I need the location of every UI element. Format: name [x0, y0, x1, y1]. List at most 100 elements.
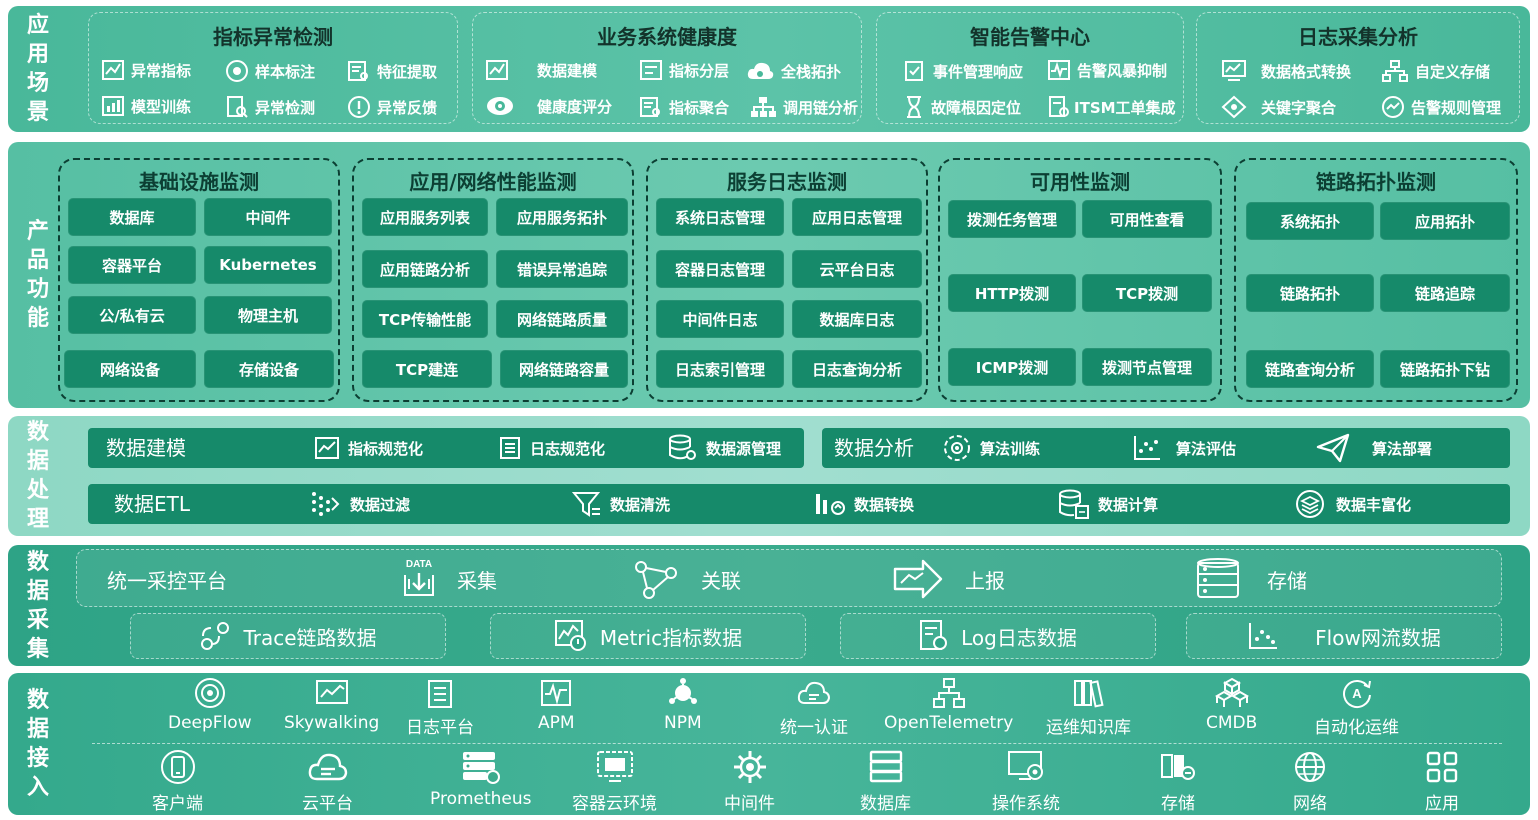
process-item[interactable]: 数据过滤	[310, 484, 410, 524]
org-icon	[749, 95, 777, 119]
feature-chip[interactable]: 中间件	[204, 198, 332, 236]
feature-chip[interactable]: 公/私有云	[68, 296, 196, 334]
etl-title: 数据ETL	[114, 492, 190, 516]
feature-chip[interactable]: 链路查询分析	[1246, 350, 1374, 388]
process-item[interactable]: 日志规范化	[498, 428, 605, 468]
access-source[interactable]: 网络	[1292, 749, 1328, 814]
feature-chip[interactable]: 链路追踪	[1380, 274, 1510, 312]
access-source[interactable]: 应用	[1424, 749, 1460, 814]
feature-chip[interactable]: 应用服务列表	[362, 198, 488, 236]
scenario-item[interactable]: 事件管理响应	[903, 59, 1023, 83]
scenario-item[interactable]: 特征提取	[347, 59, 437, 83]
feature-chip[interactable]: 中间件日志	[656, 300, 784, 338]
scenario-item[interactable]: 指标分层	[639, 59, 729, 81]
process-item[interactable]: 数据转换	[814, 484, 914, 524]
feature-chip[interactable]: 容器日志管理	[656, 250, 784, 288]
process-item[interactable]: 指标规范化	[314, 428, 423, 468]
feature-chip[interactable]: 应用链路分析	[362, 250, 488, 288]
scenario-item[interactable]: ITSM工单集成	[1047, 95, 1176, 119]
feature-chip[interactable]: TCP拨测	[1082, 274, 1212, 312]
collect-layer: 数 据 采 集 统一采控平台 DATA 采集 关联 上报 存储 Trace链路数…	[8, 545, 1530, 666]
scenario-item[interactable]: 自定义存储	[1381, 59, 1490, 83]
feature-chip[interactable]: 存储设备	[204, 350, 334, 388]
auto-icon: A	[1340, 677, 1374, 709]
access-source[interactable]: 日志平台	[406, 677, 474, 738]
scenario-item[interactable]: 全栈拓扑	[745, 59, 841, 83]
feature-chip[interactable]: 容器平台	[68, 246, 196, 284]
access-source[interactable]: 统一认证	[780, 677, 848, 738]
scenario-item[interactable]: 异常反馈	[347, 95, 437, 119]
platform-step[interactable]: DATA 采集	[399, 550, 497, 608]
access-source[interactable]: NPM	[664, 677, 702, 733]
scenario-item[interactable]: 数据建模	[485, 59, 597, 81]
feature-chip[interactable]: Kubernetes	[204, 246, 332, 284]
scenario-item[interactable]: 样本标注	[225, 59, 315, 83]
access-source[interactable]: Skywalking	[284, 677, 379, 733]
process-item[interactable]: 数据清洗	[572, 484, 670, 524]
feature-chip[interactable]: 可用性查看	[1082, 200, 1212, 238]
access-source[interactable]: Prometheus	[430, 749, 532, 809]
access-source[interactable]: 客户端	[152, 749, 203, 814]
access-source[interactable]: 操作系统	[992, 749, 1060, 814]
feature-chip[interactable]: 链路拓扑	[1246, 274, 1374, 312]
scenario-item[interactable]: 模型训练	[101, 95, 191, 117]
data-source-trace[interactable]: Trace链路数据	[130, 613, 446, 659]
feature-chip[interactable]: 日志索引管理	[656, 350, 784, 388]
data-source-log[interactable]: Log日志数据	[840, 613, 1156, 659]
feature-chip[interactable]: 应用服务拓扑	[496, 198, 628, 236]
scenario-item[interactable]: 异常检测	[225, 95, 315, 119]
process-item[interactable]: 数据源管理	[668, 428, 781, 468]
process-item[interactable]: 数据计算	[1058, 484, 1158, 524]
data-source-flow[interactable]: Flow网流数据	[1186, 613, 1502, 659]
access-source[interactable]: 容器云环境	[572, 749, 657, 814]
process-item[interactable]: 算法训练	[942, 428, 1040, 468]
access-source[interactable]: CMDB	[1206, 677, 1257, 733]
feature-chip[interactable]: 错误异常追踪	[496, 250, 628, 288]
process-item[interactable]: 算法评估	[1132, 428, 1236, 468]
feature-chip[interactable]: 网络设备	[64, 350, 196, 388]
access-source[interactable]: 数据库	[860, 749, 911, 814]
scenario-item[interactable]: 关键字聚合	[1221, 95, 1336, 119]
feature-chip[interactable]: 网络链路质量	[496, 300, 628, 338]
access-source[interactable]: 运维知识库	[1046, 677, 1131, 738]
access-source[interactable]: 存储	[1158, 749, 1198, 814]
scenario-item[interactable]: 故障根因定位	[903, 95, 1021, 119]
process-item[interactable]: 算法部署	[1316, 428, 1432, 468]
feature-chip[interactable]: 拨测任务管理	[948, 200, 1076, 238]
scenario-item[interactable]: 调用链分析	[749, 95, 858, 119]
feature-chip[interactable]: 系统拓扑	[1246, 202, 1374, 240]
feature-chip[interactable]: 日志查询分析	[792, 350, 922, 388]
access-source[interactable]: OpenTelemetry	[884, 677, 1013, 733]
access-source[interactable]: 中间件	[724, 749, 775, 814]
process-item[interactable]: 数据丰富化	[1294, 484, 1411, 524]
access-source[interactable]: APM	[538, 677, 575, 733]
platform-step[interactable]: 上报	[893, 550, 1005, 608]
access-source[interactable]: 云平台	[302, 749, 353, 814]
scenario-item[interactable]: 异常指标	[101, 59, 191, 81]
scenario-item[interactable]: 健康度评分	[485, 95, 612, 117]
feature-chip[interactable]: 物理主机	[204, 296, 332, 334]
feature-chip[interactable]: 数据库	[68, 198, 196, 236]
feature-chip[interactable]: HTTP拨测	[948, 274, 1076, 312]
feature-chip[interactable]: 拨测节点管理	[1082, 348, 1212, 386]
data-source-metric[interactable]: Metric指标数据	[490, 613, 806, 659]
platform-step[interactable]: 关联	[633, 550, 741, 608]
platform-step[interactable]: 存储	[1195, 550, 1307, 608]
scenario-item[interactable]: 数据格式转换	[1221, 59, 1351, 83]
scenario-title: 日志采集分析	[1298, 25, 1418, 49]
scenario-item[interactable]: 指标聚合	[639, 95, 729, 119]
feature-chip[interactable]: 网络链路容量	[500, 350, 628, 388]
scenario-item[interactable]: 告警风暴抑制	[1047, 59, 1167, 81]
feature-chip[interactable]: 应用日志管理	[792, 198, 922, 236]
feature-chip[interactable]: 系统日志管理	[656, 198, 784, 236]
feature-chip[interactable]: 应用拓扑	[1380, 202, 1510, 240]
scenario-item[interactable]: 告警规则管理	[1381, 95, 1501, 119]
access-source[interactable]: DeepFlow	[168, 677, 252, 733]
feature-chip[interactable]: 数据库日志	[792, 300, 922, 338]
feature-chip[interactable]: 链路拓扑下钻	[1380, 350, 1510, 388]
feature-chip[interactable]: TCP传输性能	[362, 300, 488, 338]
feature-chip[interactable]: 云平台日志	[792, 250, 922, 288]
feature-chip[interactable]: ICMP拨测	[948, 348, 1076, 386]
feature-chip[interactable]: TCP建连	[362, 350, 492, 388]
